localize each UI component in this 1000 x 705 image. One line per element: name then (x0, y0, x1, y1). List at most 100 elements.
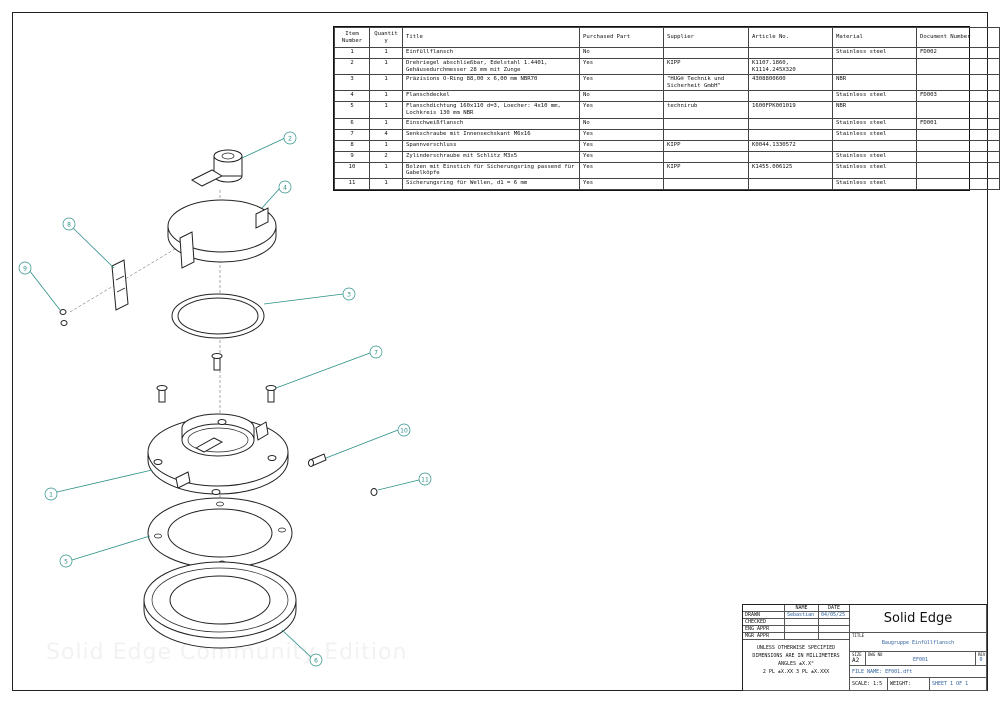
tb-eng-appr-label: ENG APPR (743, 626, 785, 633)
tb-dwg-no-value: EF001 (912, 657, 929, 663)
bom-cell (916, 57, 1000, 76)
bom-cell: Spannverschluss (402, 139, 580, 152)
bom-cell (748, 117, 833, 130)
tb-note-line-3: ANGLES ±X.X° (777, 661, 815, 667)
tb-brand: Solid Edge (850, 605, 987, 633)
balloon-10: 10 (397, 423, 411, 437)
bom-cell: K0044.1330572 (748, 139, 833, 152)
bom-cell: 7 (334, 128, 370, 141)
part-clamp (111, 259, 129, 311)
tb-tolerance-note: UNLESS OTHERWISE SPECIFIED DIMENSIONS AR… (743, 640, 850, 691)
bom-cell: "HUG® Technik und Sicherheit GmbH" (663, 74, 749, 92)
bom-cell: NBR (832, 74, 917, 92)
tb-rev-cell: REV 0 (976, 652, 987, 666)
bom-header-title: Title (402, 27, 580, 48)
balloon-6: 6 (309, 653, 323, 667)
bom-cell: Yes (579, 161, 664, 179)
bom-cell: KIPP (663, 161, 749, 179)
bom-cell: 3 (334, 74, 370, 92)
tb-title-cell: TITLE Baugruppe Einfüllflansch (850, 633, 987, 652)
tb-rev-label: REV (978, 652, 986, 657)
bom-cell: 1 (369, 177, 403, 190)
bom-cell (748, 128, 833, 141)
svg-text:1: 1 (49, 492, 53, 499)
bom-cell: Flanschdichtung 160x110 d=3, Loecher: 4x… (402, 101, 580, 119)
svg-text:6: 6 (314, 658, 318, 665)
bom-cell: Yes (579, 177, 664, 190)
bom-cell: 1 (369, 139, 403, 152)
bom-cell: 5 (334, 101, 370, 119)
bom-cell: 4 (334, 90, 370, 103)
balloon-1: 1 (44, 487, 58, 501)
bom-cell (663, 47, 749, 59)
bom-cell: 1 (369, 74, 403, 92)
tb-title-label: TITLE (852, 633, 865, 638)
bom-cell: Stainless steel (832, 47, 917, 59)
bom-cell: 4 (369, 128, 403, 141)
bom-cell: Stainless steel (832, 161, 917, 179)
tb-date-header: DATE (819, 605, 850, 612)
bom-cell: Yes (579, 139, 664, 152)
bom-cell: Stainless steel (832, 177, 917, 190)
part-flange-cover (167, 199, 277, 269)
bom-cell: 1 (369, 47, 403, 59)
tb-name-header: NAME (785, 605, 819, 612)
bom-cell: 9 (334, 150, 370, 163)
part-o-ring (171, 293, 265, 339)
part-circlip (370, 488, 378, 496)
bom-cell: Präzisions O-Ring 88,00 x 6,00 mm NBR70 (402, 74, 580, 92)
bom-header-purchased-part: Purchased Part (579, 27, 664, 48)
bom-cell: 2 (369, 150, 403, 163)
svg-text:7: 7 (374, 350, 378, 357)
tb-size-value: A2 (852, 657, 860, 664)
tb-note-line-2: DIMENSIONS ARE IN MILLIMETERS (752, 653, 840, 659)
bom-cell: 10 (334, 161, 370, 179)
svg-text:11: 11 (421, 477, 429, 484)
tb-sheet: SHEET 1 OF 1 (930, 678, 987, 691)
tb-weight: WEIGHT: (888, 678, 930, 691)
bom-cell: 1600FPK001019 (748, 101, 833, 119)
bom-cell (663, 128, 749, 141)
part-cylinder-screws (59, 309, 68, 326)
bom-cell: KIPP (663, 57, 749, 76)
bom-cell: 11 (334, 177, 370, 190)
bom-cell (916, 128, 1000, 141)
bom-cell: Yes (579, 128, 664, 141)
bom-cell (832, 57, 917, 76)
svg-text:4: 4 (283, 185, 287, 192)
bom-cell (748, 150, 833, 163)
bom-cell (663, 90, 749, 103)
bom-cell: Flanschdeckel (402, 90, 580, 103)
balloon-8: 8 (62, 217, 76, 231)
bom-cell (663, 150, 749, 163)
bom-cell: Stainless steel (832, 90, 917, 103)
part-bolt (308, 453, 327, 467)
bill-of-materials-table: Item Number Quantity Title Purchased Par… (333, 26, 1000, 191)
tb-dwg-no-label: DWG NO (868, 652, 883, 657)
part-filler-flange (147, 413, 289, 495)
bom-cell (748, 90, 833, 103)
svg-text:2: 2 (288, 136, 292, 143)
bom-cell: Drehriegel abschließbar, Edelstahl 1.440… (402, 57, 580, 76)
bom-cell: 4308800600 (748, 74, 833, 92)
svg-text:9: 9 (23, 266, 27, 273)
tb-scale: SCALE: 1:5 (850, 678, 888, 691)
bom-cell: 8 (334, 139, 370, 152)
bom-cell: 1 (369, 90, 403, 103)
bom-cell (916, 150, 1000, 163)
svg-text:8: 8 (67, 222, 71, 229)
bom-cell: 2 (334, 57, 370, 76)
bom-cell: FD002 (916, 47, 1000, 59)
balloon-2: 2 (283, 131, 297, 145)
balloon-callouts: 1 2 3 4 5 6 7 8 9 10 11 (18, 131, 432, 667)
balloon-5: 5 (59, 554, 73, 568)
bom-cell: FD001 (916, 117, 1000, 130)
bom-cell: Sicherungsring für Wellen, d1 = 6 mm (402, 177, 580, 190)
bom-cell (916, 101, 1000, 119)
bom-cell: K1455.006125 (748, 161, 833, 179)
